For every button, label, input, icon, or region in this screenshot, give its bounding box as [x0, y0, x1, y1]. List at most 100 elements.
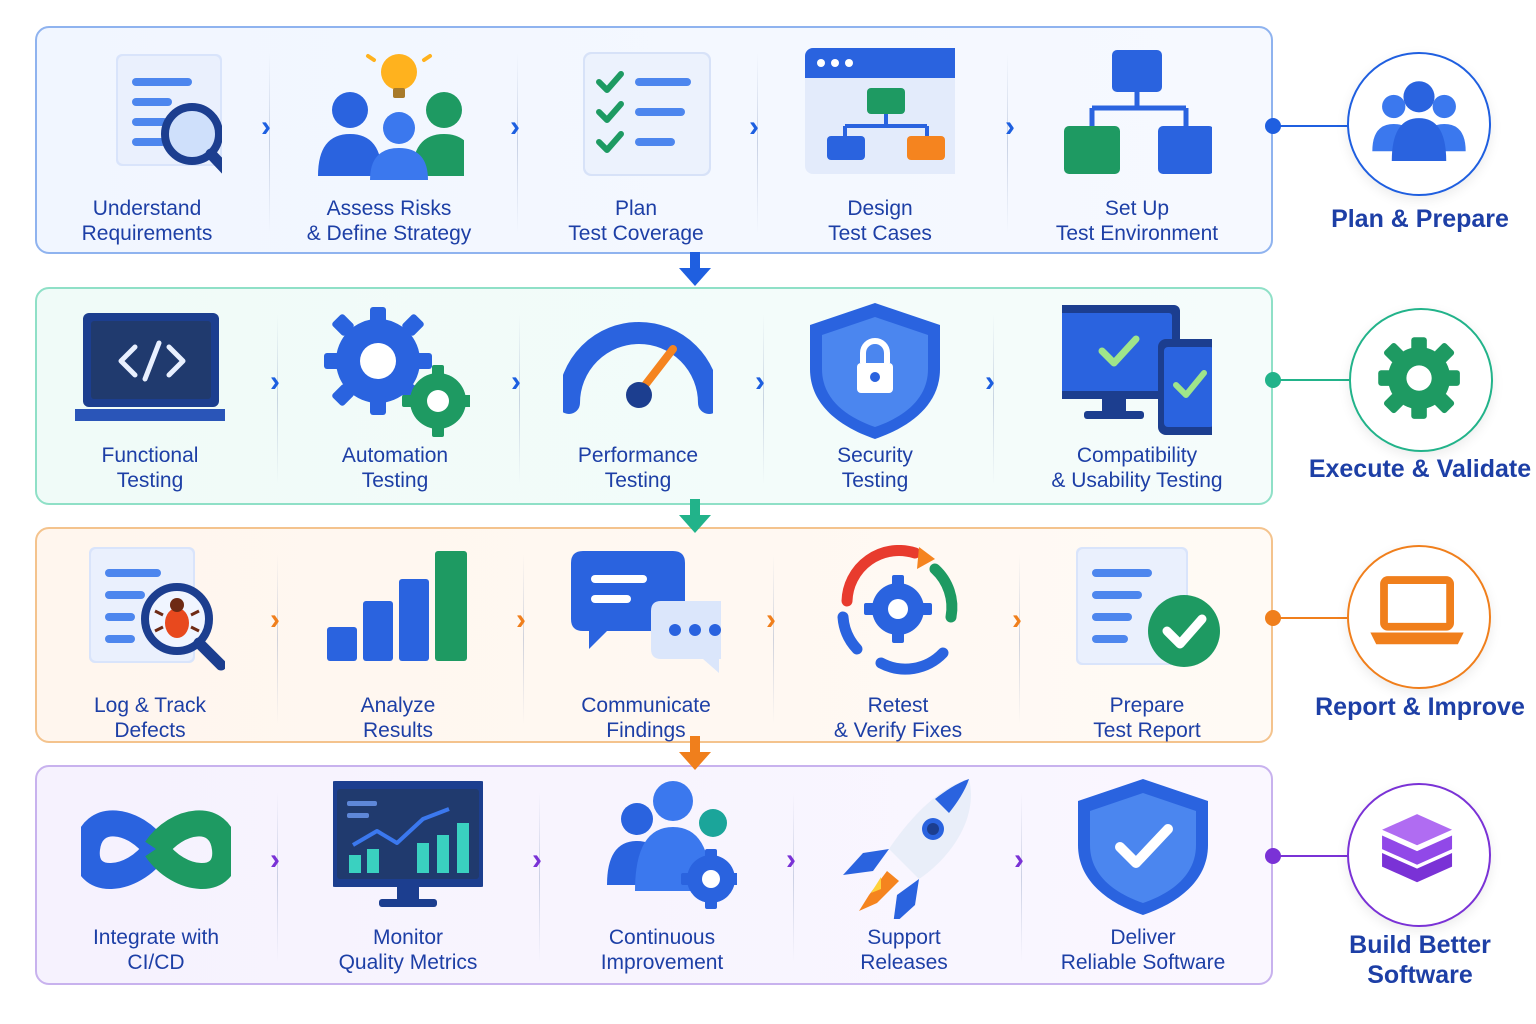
step-label-line1: Security	[837, 444, 913, 467]
chevron-right-icon: ›	[532, 843, 542, 876]
separator	[517, 53, 518, 233]
step-label: Monitor Quality Metrics	[303, 925, 513, 975]
chevron-right-icon: ›	[1012, 603, 1022, 636]
phase-badge-plan-prepare[interactable]	[1347, 52, 1491, 196]
step-label: Plan Test Coverage	[531, 196, 741, 246]
step-label: Prepare Test Report	[1042, 693, 1252, 743]
step-label: Design Test Cases	[775, 196, 985, 246]
phase-connector	[1265, 372, 1351, 388]
phase-label: Execute & Validate	[1300, 454, 1536, 484]
phase-badge-report-improve[interactable]	[1347, 545, 1491, 689]
step-label-line2: Testing	[361, 469, 429, 492]
laptop-code-icon	[75, 313, 225, 421]
step-label-line2: Test Coverage	[568, 222, 704, 245]
step-label: Support Releases	[799, 925, 1009, 975]
step-label-line1: Integrate with	[92, 926, 220, 949]
separator	[773, 554, 774, 724]
chevron-right-icon: ›	[516, 603, 526, 636]
separator	[757, 53, 758, 233]
phase-row-build-better-software: › › › › Integrate with CI/CD	[35, 765, 1273, 985]
separator	[519, 314, 520, 484]
separator	[763, 314, 764, 484]
step-label: Set Up Test Environment	[1032, 196, 1242, 246]
chat-bubbles-icon	[571, 551, 721, 673]
step-label-line1: Performance	[577, 444, 699, 467]
step-label-line2: Test Report	[1093, 719, 1201, 742]
separator	[1007, 53, 1008, 233]
rocket-icon	[843, 779, 971, 919]
phase-badge-build-better-software[interactable]	[1347, 783, 1491, 927]
connector-dot	[1265, 118, 1281, 134]
step-label-line1: Automation	[341, 444, 449, 467]
hierarchy-icon	[1064, 50, 1212, 174]
step-label-line1: Functional	[101, 444, 199, 467]
separator	[793, 792, 794, 962]
step-label: Integrate with CI/CD	[51, 925, 261, 975]
chevron-right-icon: ›	[261, 110, 271, 143]
chevron-right-icon: ›	[766, 603, 776, 636]
step-label-line2: Findings	[606, 719, 686, 742]
chevron-right-icon: ›	[270, 603, 280, 636]
chevron-right-icon: ›	[786, 843, 796, 876]
shield-check-icon	[1078, 779, 1208, 915]
document-search-icon	[116, 54, 222, 174]
separator	[269, 53, 270, 233]
step-label-line2: CI/CD	[127, 951, 185, 974]
chevron-right-icon: ›	[1014, 843, 1024, 876]
connector-dot	[1265, 372, 1281, 388]
arrow-down-icon	[679, 252, 711, 286]
step-label-line2: Results	[362, 719, 434, 742]
gear-icon	[1378, 337, 1460, 419]
separator	[277, 792, 278, 962]
shield-lock-icon	[810, 303, 940, 439]
step-label: Retest & Verify Fixes	[793, 693, 1003, 743]
phase-row-report-improve: › › › › Log & Track Defects	[35, 527, 1273, 743]
step-label: Communicate Findings	[541, 693, 751, 743]
step-label-line1: Communicate	[581, 694, 711, 717]
step-label-line1: Assess Risks	[326, 197, 452, 220]
monitor-chart-icon	[333, 781, 483, 907]
refresh-gear-icon	[837, 545, 958, 675]
phase-label-line2: Software	[1367, 961, 1473, 989]
separator	[277, 314, 278, 484]
connector-dot	[1265, 610, 1281, 626]
chevron-right-icon: ›	[511, 365, 521, 398]
step-label-line2: Reliable Software	[1060, 951, 1226, 974]
step-label-line1: Support	[867, 926, 941, 949]
step-label-line2: Improvement	[600, 951, 724, 974]
step-label: Log & Track Defects	[45, 693, 255, 743]
step-label: Analyze Results	[293, 693, 503, 743]
report-check-icon	[1076, 547, 1220, 667]
step-label-line1: Design	[847, 197, 913, 220]
phase-label-text: Execute & Validate	[1308, 455, 1532, 483]
step-label-line1: Set Up	[1104, 197, 1170, 220]
step-label: Continuous Improvement	[557, 925, 767, 975]
phase-connector	[1265, 848, 1349, 864]
separator	[539, 792, 540, 962]
team-idea-icon	[318, 54, 464, 180]
connector-dot	[1265, 848, 1281, 864]
step-label-line1: Analyze	[360, 694, 436, 717]
chevron-right-icon: ›	[985, 365, 995, 398]
phase-badge-execute-validate[interactable]	[1349, 308, 1493, 452]
phase-label: Plan & Prepare	[1300, 204, 1536, 234]
layers-icon	[1382, 814, 1453, 883]
step-label: Performance Testing	[533, 443, 743, 493]
phase-label-text: Report & Improve	[1315, 693, 1525, 721]
step-label-line2: Testing	[116, 469, 184, 492]
team-gear-icon	[607, 781, 737, 909]
phase-label: Report & Improve	[1300, 692, 1536, 722]
step-label: Deliver Reliable Software	[1038, 925, 1248, 975]
chevron-right-icon: ›	[1005, 110, 1015, 143]
phase-label: Build Better Software	[1300, 930, 1536, 990]
separator	[993, 314, 994, 484]
arrow-down-icon	[679, 736, 711, 770]
separator	[523, 554, 524, 724]
step-label: Understand Requirements	[42, 196, 252, 246]
step-label-line2: Quality Metrics	[338, 951, 478, 974]
step-label-line1: Compatibility	[1076, 444, 1198, 467]
chevron-right-icon: ›	[755, 365, 765, 398]
step-label-line2: & Define Strategy	[306, 222, 472, 245]
step-label-line1: Prepare	[1109, 694, 1185, 717]
step-label-line1: Retest	[867, 694, 929, 717]
